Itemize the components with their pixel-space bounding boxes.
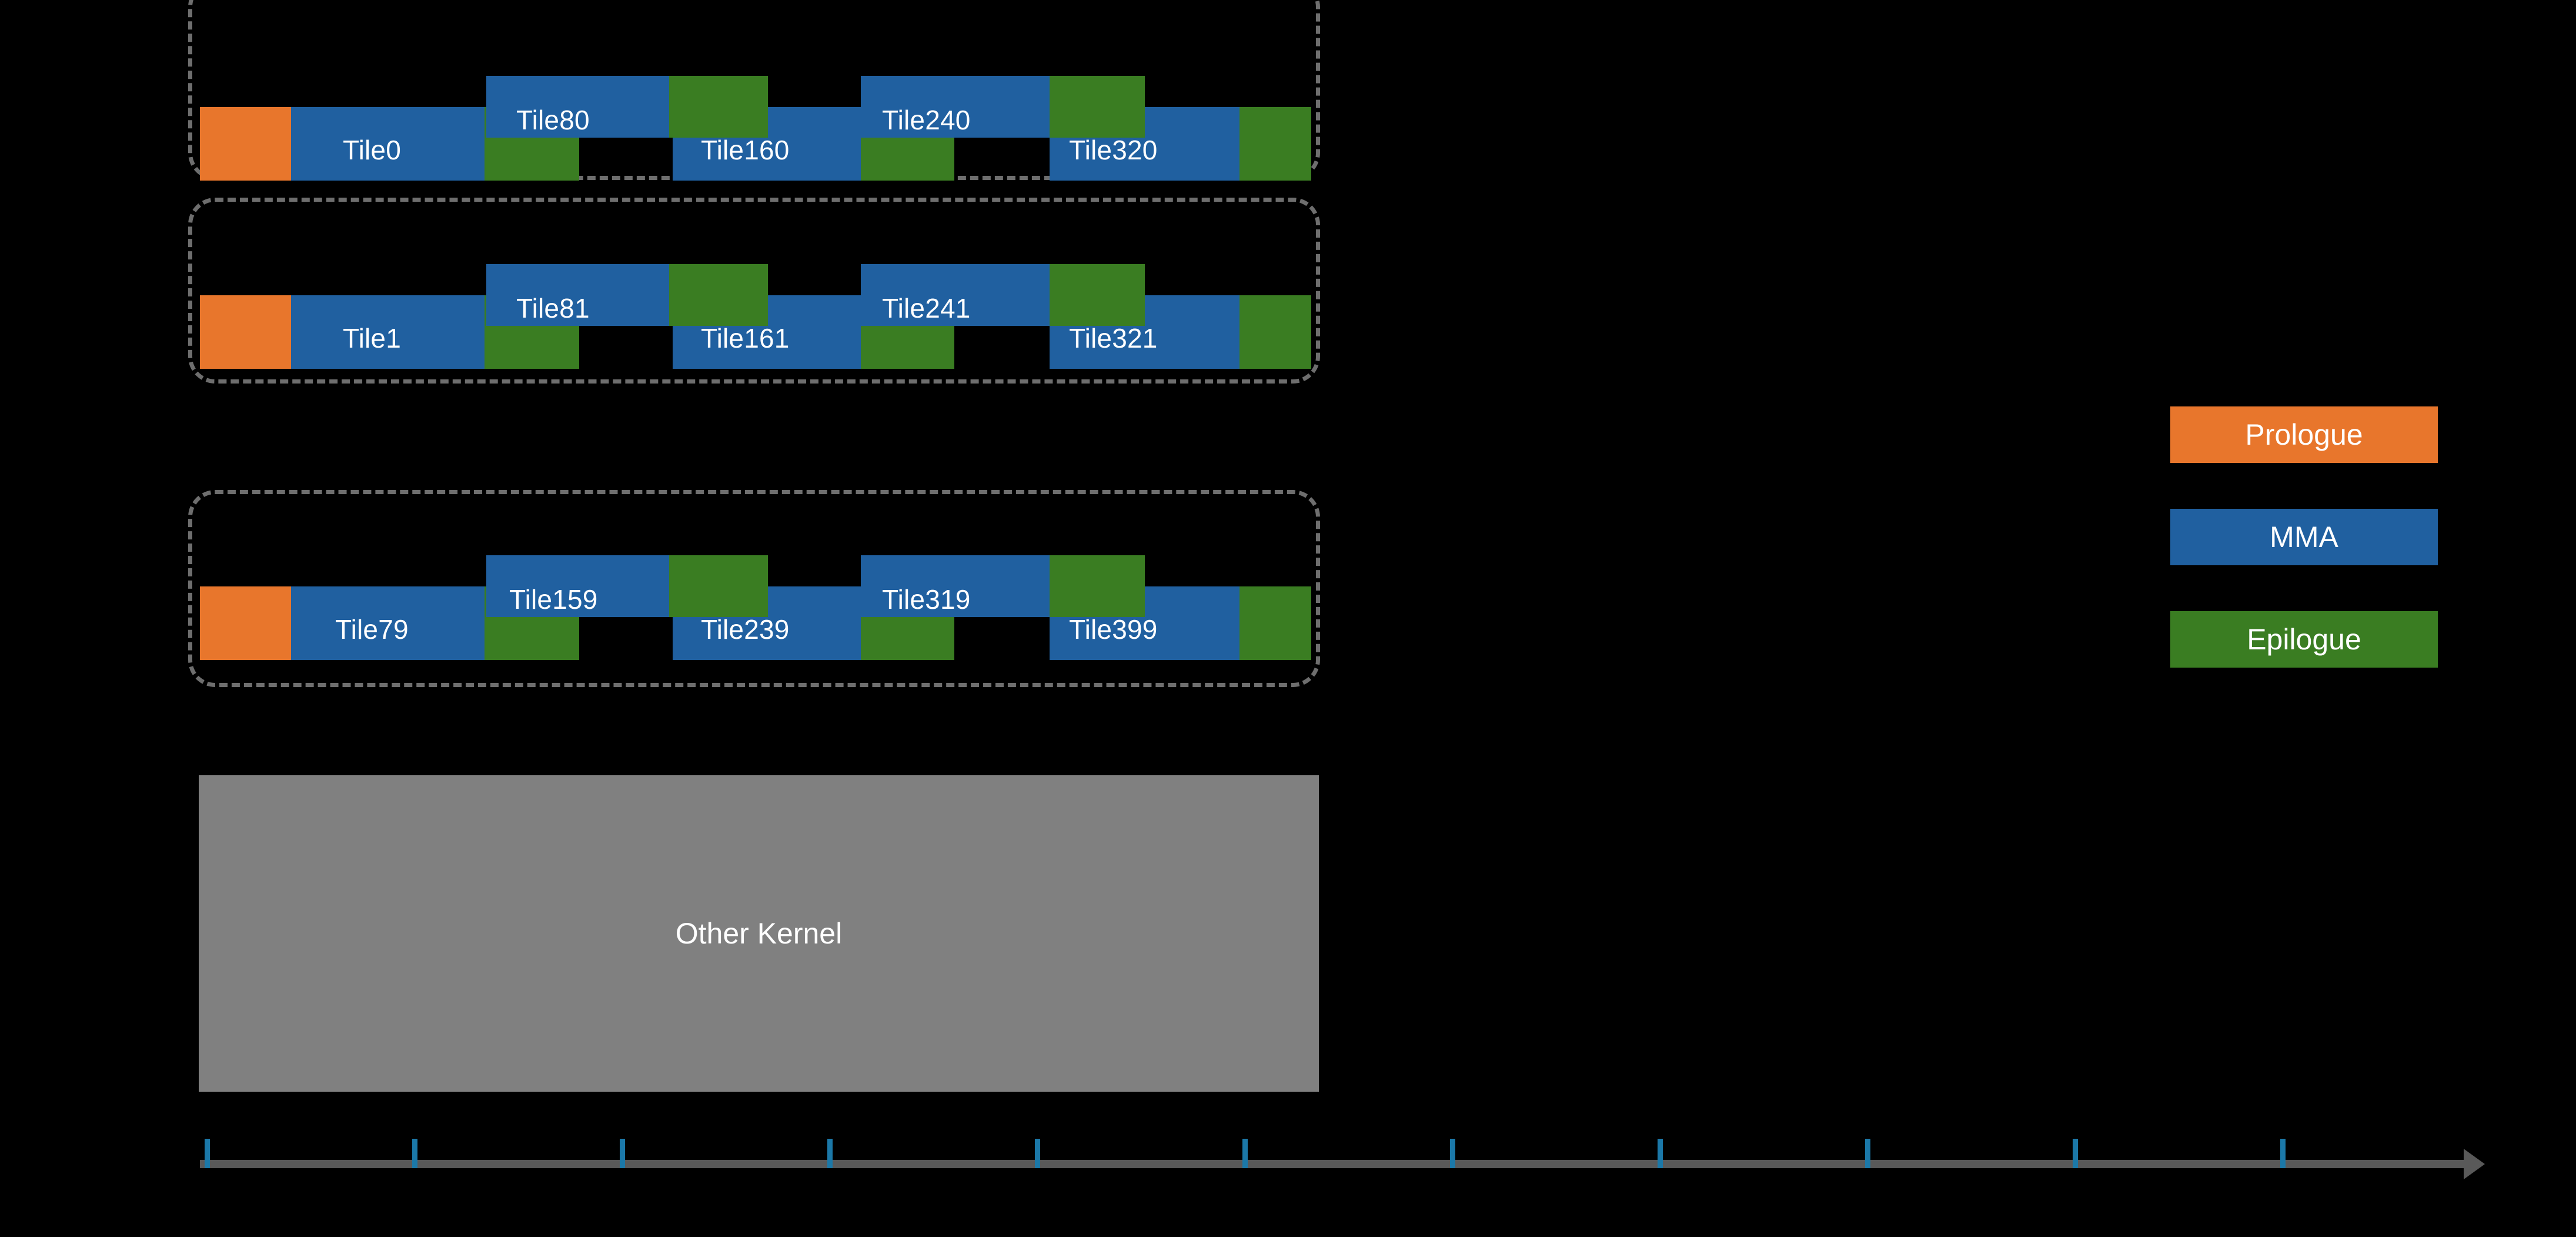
axis-tick-7: [1658, 1139, 1663, 1168]
axis-tick-8: [1865, 1139, 1870, 1168]
legend-item-mma[interactable]: MMA: [2170, 509, 2438, 565]
cta-container-1: [188, 198, 1320, 384]
axis-tick-3: [827, 1139, 833, 1168]
axis-tick-4: [1035, 1139, 1040, 1168]
cta-container-2: [188, 490, 1320, 687]
axis-tick-10: [2280, 1139, 2286, 1168]
legend-label-epilogue: Epilogue: [2247, 623, 2361, 656]
other-kernel-block[interactable]: Other Kernel: [199, 775, 1319, 1092]
axis-arrow-icon: [2464, 1149, 2485, 1179]
other-kernel-label: Other Kernel: [675, 917, 843, 950]
segment-prologue-1-0[interactable]: [200, 295, 291, 369]
segment-mma-1-1[interactable]: [291, 295, 485, 369]
segment-label-tile0: Tile0: [343, 135, 401, 165]
segment-epilogue-0-10[interactable]: [1239, 107, 1311, 181]
segment-label-tile240: Tile240: [882, 105, 971, 135]
segment-mma-2-3[interactable]: [486, 555, 669, 617]
segment-label-tile399: Tile399: [1069, 614, 1158, 645]
segment-mma-0-1[interactable]: [291, 107, 485, 181]
segment-epilogue-0-4[interactable]: [669, 76, 768, 138]
segment-label-tile1: Tile1: [343, 323, 401, 354]
legend-item-prologue[interactable]: Prologue: [2170, 406, 2438, 463]
segment-label-tile80: Tile80: [516, 105, 590, 135]
segment-label-tile319: Tile319: [882, 584, 971, 615]
segment-mma-2-1[interactable]: [291, 586, 485, 660]
axis-tick-5: [1242, 1139, 1248, 1168]
segment-epilogue-2-10[interactable]: [1239, 586, 1311, 660]
segment-label-tile241: Tile241: [882, 293, 971, 324]
segment-epilogue-1-4[interactable]: [669, 264, 768, 326]
segment-mma-1-3[interactable]: [486, 264, 669, 326]
segment-label-tile239: Tile239: [701, 614, 790, 645]
segment-label-tile160: Tile160: [701, 135, 790, 165]
axis-tick-6: [1450, 1139, 1455, 1168]
segment-label-tile79: Tile79: [335, 614, 409, 645]
segment-mma-2-7[interactable]: [861, 555, 1050, 617]
segment-label-tile161: Tile161: [701, 323, 790, 354]
segment-label-tile81: Tile81: [516, 293, 590, 324]
segment-prologue-2-0[interactable]: [200, 586, 291, 660]
axis-tick-0: [205, 1139, 210, 1168]
segment-epilogue-2-4[interactable]: [669, 555, 768, 617]
axis-tick-9: [2073, 1139, 2078, 1168]
segment-mma-0-7[interactable]: [861, 76, 1050, 138]
segment-label-tile320: Tile320: [1069, 135, 1158, 165]
axis-tick-1: [412, 1139, 417, 1168]
segment-mma-1-7[interactable]: [861, 264, 1050, 326]
segment-label-tile321: Tile321: [1069, 323, 1158, 354]
segment-epilogue-1-8[interactable]: [1050, 264, 1145, 326]
segment-epilogue-0-8[interactable]: [1050, 76, 1145, 138]
legend-label-mma: MMA: [2270, 521, 2338, 554]
segment-prologue-0-0[interactable]: [200, 107, 291, 181]
legend-label-prologue: Prologue: [2245, 418, 2363, 451]
legend-item-epilogue[interactable]: Epilogue: [2170, 611, 2438, 668]
axis-line: [200, 1160, 2464, 1168]
segment-mma-0-3[interactable]: [486, 76, 669, 138]
axis-tick-2: [620, 1139, 625, 1168]
segment-epilogue-1-10[interactable]: [1239, 295, 1311, 369]
segment-epilogue-2-8[interactable]: [1050, 555, 1145, 617]
segment-label-tile159: Tile159: [509, 584, 598, 615]
